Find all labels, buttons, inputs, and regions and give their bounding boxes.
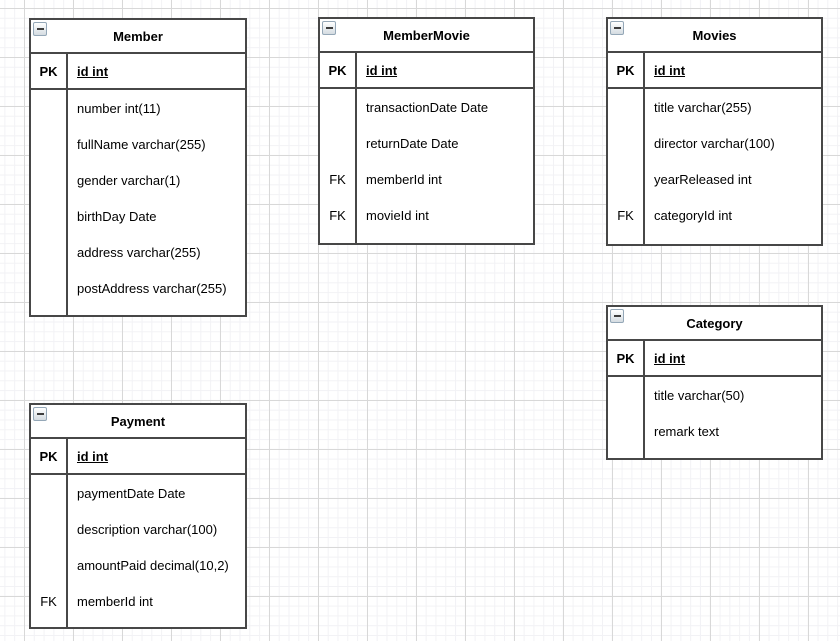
row-key-label <box>608 89 643 125</box>
field-row[interactable]: paymentDate Date <box>77 485 186 501</box>
key-column <box>31 90 68 315</box>
pk-row[interactable]: PK id int <box>320 53 533 89</box>
field-row[interactable]: memberId int <box>77 593 153 609</box>
field-row[interactable]: categoryId int <box>654 207 733 223</box>
pk-row[interactable]: PK id int <box>608 53 821 89</box>
collapse-icon[interactable] <box>33 407 47 421</box>
row-key-label <box>31 475 66 511</box>
collapse-icon[interactable] <box>322 21 336 35</box>
row-key-label: FK <box>329 171 346 187</box>
pk-key-label: PK <box>320 53 357 87</box>
row-key-label <box>608 377 643 413</box>
row-key-label <box>31 234 66 270</box>
table-header: Movies <box>608 19 821 53</box>
row-key-label <box>31 90 66 126</box>
collapse-icon[interactable] <box>33 22 47 36</box>
pk-row[interactable]: PK id int <box>31 439 245 475</box>
row-key-label <box>608 161 643 197</box>
field-column: transactionDate Date returnDate Date membe… <box>357 89 533 243</box>
pk-field-label: id int <box>77 63 109 79</box>
table-title: Payment <box>110 413 166 429</box>
table-title: Member <box>113 28 163 44</box>
field-row[interactable]: memberId int <box>366 171 442 187</box>
row-key-label <box>320 125 355 161</box>
pk-field-label: id int <box>654 350 686 366</box>
collapse-icon[interactable] <box>610 21 624 35</box>
table-header: Category <box>608 307 821 341</box>
key-column: FK <box>608 89 645 244</box>
pk-key-label: PK <box>608 341 645 375</box>
key-column: FK <box>31 475 68 627</box>
field-row[interactable]: number int(11) <box>77 100 161 116</box>
field-row[interactable]: yearReleased int <box>654 171 752 187</box>
table-body: number int(11) fullName varchar(255) gende… <box>31 90 245 315</box>
row-key-label <box>31 126 66 162</box>
pk-key-label: PK <box>608 53 645 87</box>
pk-field-label: id int <box>77 448 109 464</box>
row-key-label <box>31 162 66 198</box>
table-header: Member <box>31 20 245 54</box>
field-row[interactable]: director varchar(100) <box>654 135 775 151</box>
table-header: Payment <box>31 405 245 439</box>
row-key-label: FK <box>329 207 346 223</box>
table-body: FK paymentDate Date description varchar(10… <box>31 475 245 627</box>
table-title: MemberMovie <box>383 27 470 43</box>
pk-field-label: id int <box>366 62 398 78</box>
row-key-label <box>31 547 66 583</box>
row-key-label <box>608 125 643 161</box>
field-row[interactable]: amountPaid decimal(10,2) <box>77 557 229 573</box>
pk-key-label: PK <box>31 439 68 473</box>
row-key-label <box>31 198 66 234</box>
field-column: title varchar(50) remark text <box>645 377 821 458</box>
row-key-label: FK <box>40 593 57 609</box>
field-row[interactable]: returnDate Date <box>366 135 459 151</box>
field-row[interactable]: fullName varchar(255) <box>77 136 206 152</box>
row-key-label <box>608 413 643 449</box>
row-key-label: FK <box>617 207 634 223</box>
table-body: FK FK transactionDate Date returnDate Date m… <box>320 89 533 243</box>
field-row[interactable]: remark text <box>654 423 720 439</box>
field-row[interactable]: postAddress varchar(255) <box>77 280 227 296</box>
table-body: FK title varchar(255) director varchar(100… <box>608 89 821 244</box>
field-row[interactable]: description varchar(100) <box>77 521 218 537</box>
field-row[interactable]: birthDay Date <box>77 208 157 224</box>
table-body: title varchar(50) remark text <box>608 377 821 458</box>
field-row[interactable]: title varchar(50) <box>654 387 745 403</box>
row-key-label <box>31 270 66 306</box>
pk-key-label: PK <box>31 54 68 88</box>
field-row[interactable]: gender varchar(1) <box>77 172 181 188</box>
row-key-label <box>31 511 66 547</box>
pk-row[interactable]: PK id int <box>608 341 821 377</box>
field-row[interactable]: transactionDate Date <box>366 99 489 115</box>
key-column: FK FK <box>320 89 357 243</box>
table-header: MemberMovie <box>320 19 533 53</box>
collapse-icon[interactable] <box>610 309 624 323</box>
field-column: title varchar(255) director varchar(100) y… <box>645 89 821 244</box>
pk-field-label: id int <box>654 62 686 78</box>
field-row[interactable]: title varchar(255) <box>654 99 752 115</box>
key-column <box>608 377 645 458</box>
row-key-label <box>320 89 355 125</box>
pk-row[interactable]: PK id int <box>31 54 245 90</box>
field-row[interactable]: movieId int <box>366 207 429 223</box>
field-column: number int(11) fullName varchar(255) gende… <box>68 90 245 315</box>
table-title: Movies <box>692 27 737 43</box>
table-title: Category <box>686 315 743 331</box>
field-row[interactable]: address varchar(255) <box>77 244 201 260</box>
field-column: paymentDate Date description varchar(100)… <box>68 475 245 627</box>
